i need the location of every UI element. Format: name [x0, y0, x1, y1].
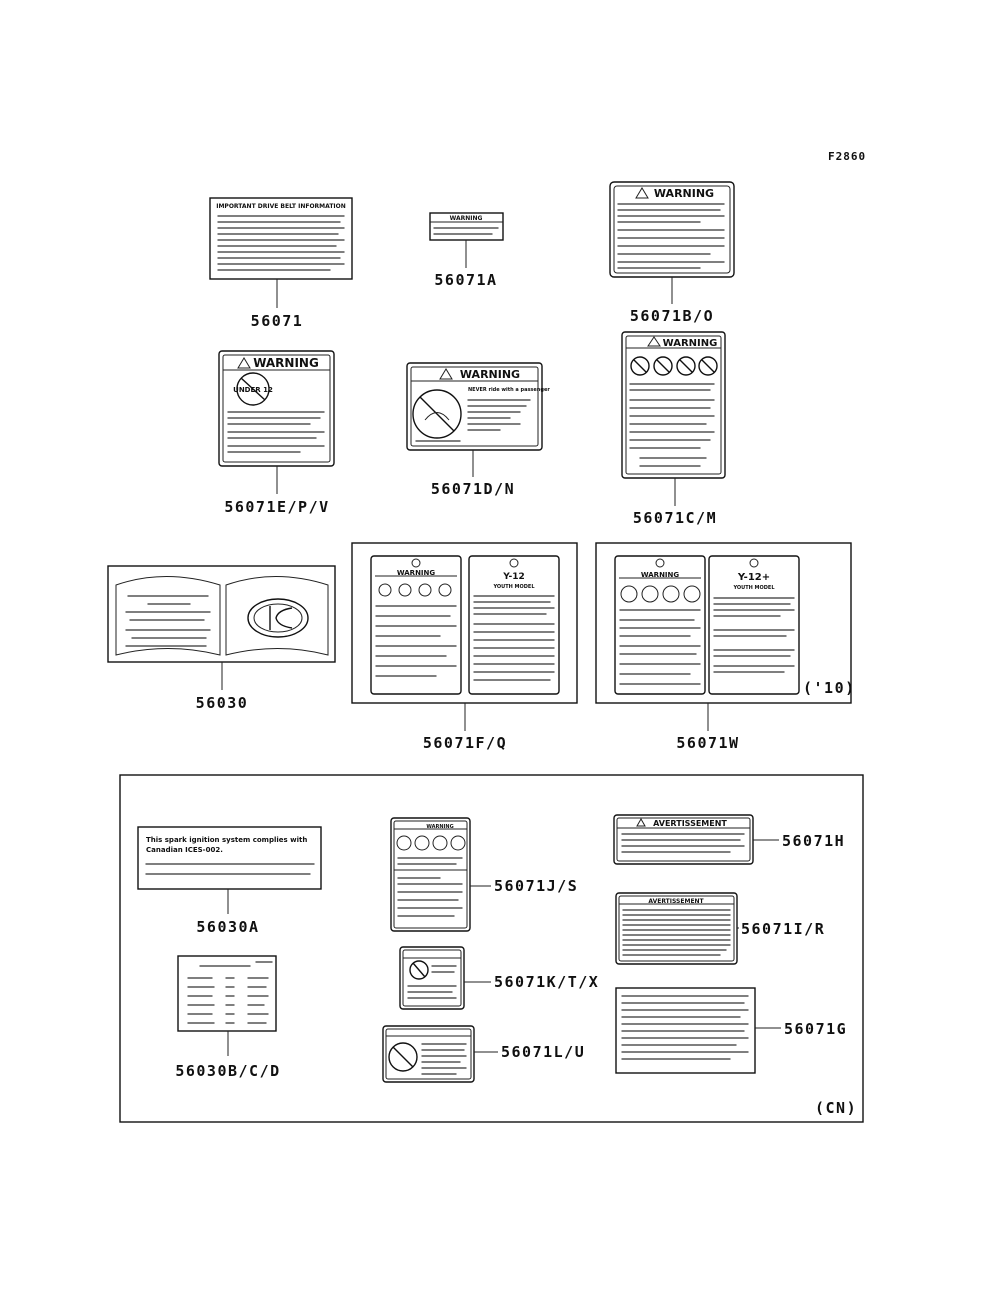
warning-title: WARNING — [253, 356, 319, 370]
label-56071IR[interactable]: AVERTISSEMENT — [615, 892, 738, 965]
label-56071W[interactable]: WARNING Y-12+ YOUTH MODEL — [595, 542, 852, 704]
part-label-56071FQ[interactable]: 56071F/Q — [423, 734, 507, 752]
part-label-56030[interactable]: 56030 — [196, 694, 249, 712]
label-56030[interactable] — [107, 565, 336, 663]
part-label-56030A[interactable]: 56030A — [196, 918, 259, 936]
label-56071FQ[interactable]: WARNING Y-12 YOUTH MODEL — [351, 542, 578, 704]
cn-group-frame — [119, 774, 864, 1123]
warning-title: WARNING — [460, 368, 520, 381]
label-56071A[interactable]: WARNING — [429, 212, 504, 241]
youth-model-text: YOUTH MODEL — [732, 585, 775, 591]
no-passenger-icon — [412, 389, 462, 439]
warning-title: WARNING — [663, 338, 718, 349]
label-56071[interactable]: IMPORTANT DRIVE BELT INFORMATION — [209, 197, 353, 280]
part-label-56071G[interactable]: 56071G — [784, 1020, 847, 1038]
warning-title: WARNING — [450, 215, 483, 222]
kymco-logo-icon — [247, 598, 309, 638]
label-56071BO[interactable]: WARNING — [609, 181, 735, 278]
note-year-10: ('10) — [803, 679, 856, 697]
part-label-56071W[interactable]: 56071W — [676, 734, 739, 752]
youth-model-text: YOUTH MODEL — [492, 584, 535, 590]
label-56030A[interactable]: This spark ignition system complies with… — [137, 826, 322, 890]
label-56030BCD[interactable] — [177, 955, 277, 1032]
part-label-56071DN[interactable]: 56071D/N — [431, 480, 515, 498]
part-label-56071KTX[interactable]: 56071K/T/X — [494, 973, 599, 991]
under-12-text: UNDER 12 — [233, 386, 273, 394]
drive-belt-title: IMPORTANT DRIVE BELT INFORMATION — [216, 203, 346, 210]
part-label-56030BCD[interactable]: 56030B/C/D — [175, 1062, 280, 1080]
pictogram-icons — [630, 356, 718, 376]
avertissement-title: AVERTISSEMENT — [653, 819, 727, 828]
label-56071EPV[interactable]: WARNING UNDER 12 — [218, 350, 335, 467]
y12-plus-title: Y-12+ — [737, 572, 770, 583]
part-label-56071A[interactable]: 56071A — [434, 271, 497, 289]
label-56071DN[interactable]: WARNING NEVER ride with a passenger — [406, 362, 550, 451]
never-passenger-text: NEVER ride with a passenger — [468, 387, 550, 393]
part-label-56071LU[interactable]: 56071L/U — [501, 1043, 585, 1061]
label-56071CM[interactable]: WARNING — [621, 331, 726, 479]
warning-title: WARNING — [654, 187, 714, 200]
label-56071KTX[interactable] — [399, 946, 465, 1010]
figure-code: F2860 — [828, 150, 866, 163]
part-label-56071JS[interactable]: 56071J/S — [494, 877, 578, 895]
label-56071JS[interactable]: WARNING — [390, 817, 471, 932]
warning-title: WARNING — [426, 824, 453, 830]
text-lines — [217, 215, 345, 271]
label-56071LU[interactable] — [382, 1025, 475, 1083]
part-label-56071BO[interactable]: 56071B/O — [630, 307, 714, 325]
part-label-56071IR[interactable]: 56071I/R — [741, 920, 825, 938]
warning-title: WARNING — [641, 571, 680, 579]
part-label-56071CM[interactable]: 56071C/M — [633, 509, 717, 527]
warning-title: WARNING — [397, 569, 436, 577]
canada-line2: Canadian ICES-002. — [146, 846, 223, 854]
no-entry-icon — [236, 372, 270, 406]
y12-title: Y-12 — [502, 572, 524, 582]
label-56071H[interactable]: AVERTISSEMENT — [613, 814, 754, 865]
no-passenger-icon — [388, 1042, 418, 1072]
part-label-56071EPV[interactable]: 56071E/P/V — [224, 498, 329, 516]
avertissement-title: AVERTISSEMENT — [648, 898, 704, 905]
no-passenger-icon — [409, 960, 429, 980]
part-label-56071[interactable]: 56071 — [251, 312, 304, 330]
canada-line1: This spark ignition system complies with — [146, 836, 307, 844]
part-label-56071H[interactable]: 56071H — [782, 832, 845, 850]
note-region-cn: (CN) — [815, 1099, 857, 1117]
label-56071G[interactable] — [615, 987, 756, 1074]
